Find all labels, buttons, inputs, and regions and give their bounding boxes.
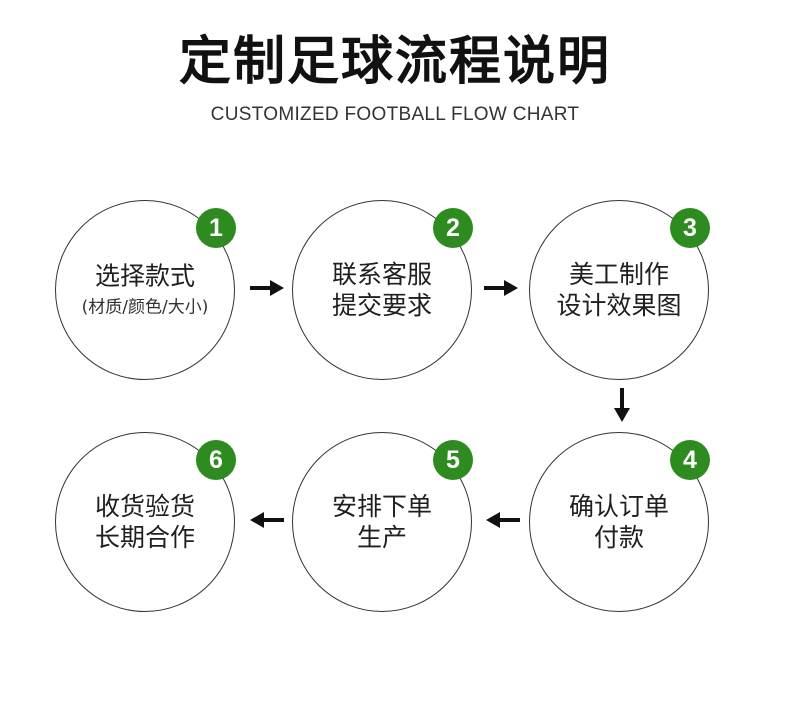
step-6-text: 收货验货 长期合作 (56, 491, 234, 553)
arrow-2-to-3 (484, 280, 518, 296)
step-1-number-badge: 1 (196, 208, 236, 248)
step-5-label-line2: 生产 (356, 523, 407, 552)
step-1-label: 选择款式 (94, 261, 195, 291)
step-1-circle: 选择款式 (材质/颜色/大小) 1 (55, 200, 236, 380)
page-subtitle: CUSTOMIZED FOOTBALL FLOW CHART (210, 104, 580, 125)
step-3-text: 美工制作 设计效果图 (530, 259, 708, 321)
step-4-label-line2: 付款 (593, 523, 644, 552)
step-3-circle: 美工制作 设计效果图 3 (529, 200, 710, 380)
step-5-circle: 安排下单 生产 5 (292, 432, 473, 612)
step-5-label-line1: 安排下单 (331, 492, 432, 521)
arrow-5-to-6 (250, 512, 284, 528)
step-5-text: 安排下单 生产 (293, 491, 471, 553)
step-4-number-badge: 4 (670, 440, 710, 480)
arrow-4-to-5 (486, 512, 520, 528)
arrow-3-to-4 (614, 388, 630, 422)
step-6-label-line2: 长期合作 (94, 523, 195, 552)
arrow-1-to-2 (250, 280, 284, 296)
step-2-label-line1: 联系客服 (331, 260, 432, 289)
step-1-note: (材质/颜色/大小) (81, 297, 209, 318)
step-5-number-badge: 5 (433, 440, 473, 480)
step-6-number-badge: 6 (196, 440, 236, 480)
step-6-circle: 收货验货 长期合作 6 (55, 432, 236, 612)
step-4-label-line1: 确认订单 (568, 492, 669, 521)
step-2-number-badge: 2 (433, 208, 473, 248)
step-4-text: 确认订单 付款 (530, 491, 708, 553)
step-2-circle: 联系客服 提交要求 2 (292, 200, 473, 380)
step-2-text: 联系客服 提交要求 (293, 259, 471, 321)
step-6-label-line1: 收货验货 (94, 492, 195, 521)
step-3-label-line1: 美工制作 (568, 260, 669, 289)
page-title: 定制足球流程说明 (178, 31, 611, 92)
step-1-text: 选择款式 (材质/颜色/大小) (56, 261, 234, 320)
step-4-circle: 确认订单 付款 4 (529, 432, 710, 612)
step-3-label-line2: 设计效果图 (556, 291, 682, 320)
step-3-number-badge: 3 (670, 208, 710, 248)
step-2-label-line2: 提交要求 (331, 291, 432, 320)
